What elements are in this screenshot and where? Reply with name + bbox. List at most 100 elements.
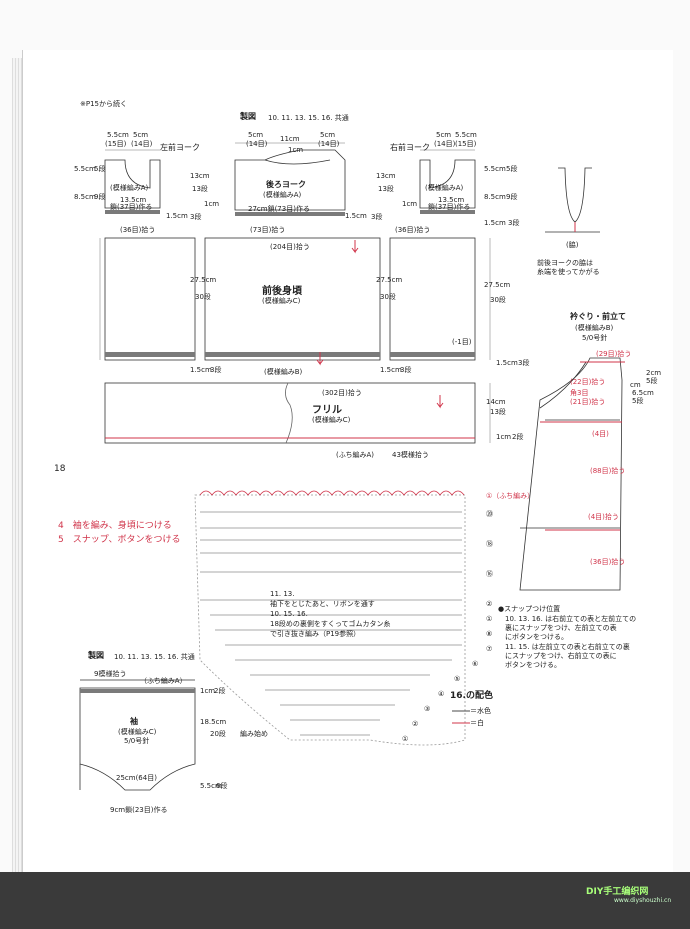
collar-22: (22目)拾う [570, 378, 606, 386]
collar-6-5cm: 6.5cm [632, 389, 654, 397]
row-1: ① [402, 735, 409, 743]
left-yoke-band [105, 210, 160, 214]
sleeve-chart-title: 製図 [88, 651, 104, 660]
row-2-top: ② [486, 600, 493, 608]
sleeve-band [80, 689, 195, 693]
label-5-5cm-right: 5.5cm [455, 131, 477, 139]
label-5cm-back-r: 5cm [320, 131, 336, 139]
collar-cm: cm [630, 381, 641, 389]
label-5-5cm-left: 5.5cm [107, 131, 129, 139]
sleeve-20rows: 20段 [210, 730, 226, 738]
stitch-chart-outline [194, 494, 466, 746]
body-1-5cm-r: 1.5cm [380, 366, 402, 374]
label-1cm-neck: 1cm [288, 146, 304, 154]
yoke-1cm-r: 1cm [402, 200, 418, 208]
side-label: (脇) [566, 241, 579, 249]
collar-pattern: (模様編みB) [575, 324, 614, 332]
sleeve-pickup: 9模様拾う [94, 670, 127, 678]
collar-outline [519, 357, 623, 591]
label-5cm-back-l: 5cm [248, 131, 264, 139]
color-key-title: 16.の配色 [450, 691, 493, 701]
collar-4b: (4目)拾う [588, 513, 619, 521]
label-15st-right: (15目) [455, 140, 477, 148]
stitch-chart-top-red [199, 490, 465, 496]
left-yoke-outline [104, 159, 161, 209]
yoke-3rows-l: 3段 [190, 213, 202, 221]
yoke-1cm-l: 1cm [204, 200, 220, 208]
snap-4: 11. 15. は左前立ての表と右前立ての裏 [505, 643, 630, 651]
left-5rows: 5段 [94, 165, 106, 173]
snap-2: 裏にスナップをつけ、左前立ての表 [505, 624, 617, 632]
right-1-5cm: 1.5cm [484, 219, 506, 227]
label-5cm-right: 5cm [436, 131, 452, 139]
row-20: ⑳ [486, 510, 493, 518]
snap-3: にボタンをつける。 [505, 633, 568, 641]
row-6: ⑥ [472, 660, 479, 668]
back-yoke-title: 後ろヨーク [266, 180, 306, 189]
row-7: ⑦ [486, 645, 493, 653]
sleeve-pattern: (模様編みC) [118, 728, 157, 736]
right-3rows: 3段 [508, 219, 520, 227]
snap-6: ボタンをつける。 [505, 661, 561, 669]
sleeve-5-5cm: 5.5cm [200, 782, 222, 790]
body-band-pattern: (模様編みB) [264, 368, 303, 376]
frill-break [285, 382, 293, 444]
frill-13rows: 13段 [490, 408, 506, 416]
body-27-5cm-r: 27.5cm [376, 276, 403, 284]
body-1-5cm-side: 1.5cm [496, 359, 518, 367]
body-title: 前後身頃 [262, 286, 302, 297]
red-arrow-2 [436, 395, 444, 409]
note-text-b1: 18段めの裏側をすくってゴムカタン糸 [270, 620, 391, 628]
back-yoke-outline [234, 149, 346, 211]
chart-start: 編み始め [240, 730, 268, 738]
collar-88: (88目)拾う [590, 467, 626, 475]
color-key-1: ＝水色 [470, 707, 491, 715]
chart-sizes: 10. 11. 13. 15. 16. 共通 [268, 114, 349, 122]
right-yoke-13-5cm: 13.5cm [438, 196, 465, 204]
page-stack-edge [12, 58, 22, 878]
right-yoke-outline [419, 159, 476, 209]
sleeve-2rows: 2段 [214, 687, 226, 695]
watermark-sub: www.diyshouzhi.cn [614, 897, 672, 904]
collar-needle: 5/0号針 [582, 334, 608, 342]
red-arrow-1 [351, 240, 359, 254]
row-3: ③ [424, 705, 431, 713]
body-30rows-side: 30段 [490, 296, 506, 304]
right-5rows: 5段 [506, 165, 518, 173]
pickup-36-r: (36目)拾う [395, 226, 431, 234]
collar-title: 衿ぐり・前立て [570, 312, 626, 321]
frill-43: 43模様拾う [392, 451, 429, 459]
row-2: ② [412, 720, 419, 728]
body-pattern: (模様編みC) [262, 297, 301, 305]
left-yoke-title: 左前ヨーク [160, 143, 200, 152]
red-arrow-3 [316, 352, 324, 366]
sleeve-edge: （ふち編みA） [140, 677, 187, 685]
left-yoke-pattern: (模様編みA) [110, 184, 149, 192]
watermark: DIY手工编织网 [586, 887, 649, 897]
collar-5rows: 5段 [646, 377, 658, 385]
sleeve-chain: 9cm鎖(23目)作る [110, 806, 168, 814]
label-14st-right: (14目) [434, 140, 456, 148]
color-key-2: ＝白 [470, 719, 484, 727]
page-number: 18 [54, 464, 66, 474]
frill-title: フリル [312, 405, 342, 416]
label-14st-back-l: (14目) [246, 140, 268, 148]
left-yoke-13-5cm: 13.5cm [120, 196, 147, 204]
frill-edge: (ふち編みA) [336, 451, 375, 459]
note-sizes-a: 11. 13. [270, 590, 295, 598]
snap-1: 10. 13. 16. は右前立ての表と左前立ての [505, 615, 637, 623]
scan-background [0, 872, 690, 929]
left-8-5cm: 8.5cm [74, 193, 96, 201]
continued-note: ※P15から続く [80, 100, 127, 108]
sleeve-6rows: 6段 [216, 782, 228, 790]
right-yoke-band [420, 210, 475, 214]
sleeve-outline [79, 687, 196, 791]
label-14st-left: (14目) [131, 140, 153, 148]
body-minus1: (-1目) [452, 338, 472, 346]
sleeve-needle: 5/0号針 [124, 737, 150, 745]
row-16: ⑯ [486, 570, 493, 578]
row-18: ⑱ [486, 540, 493, 548]
right-yoke-pattern: (模様編みA) [425, 184, 464, 192]
